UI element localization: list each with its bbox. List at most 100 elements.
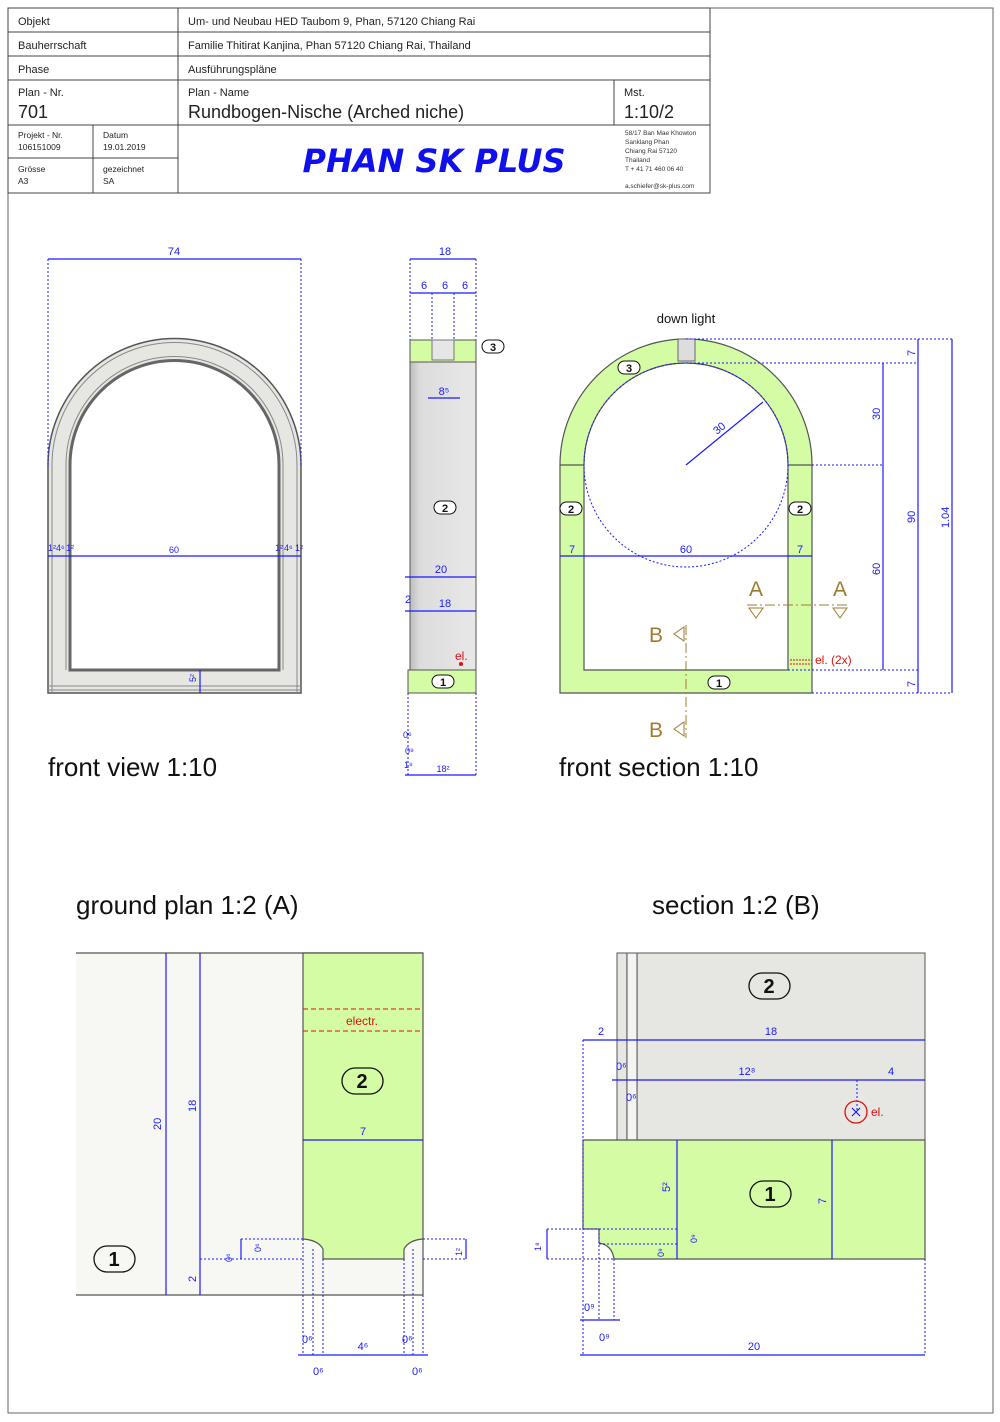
- projekt-label: Projekt - Nr.: [18, 130, 63, 140]
- dim-part: 6: [462, 280, 468, 292]
- dim-h90: 90: [906, 511, 918, 523]
- bubble-2: 2: [748, 972, 791, 1000]
- bubble-3: 3: [481, 339, 505, 354]
- dim-4: 4: [888, 1066, 894, 1078]
- dim-small: 0⁹: [405, 746, 414, 756]
- dim-h18: 18: [187, 1100, 199, 1112]
- svg-text:2: 2: [763, 976, 774, 998]
- dim-total: 1.04: [940, 507, 952, 528]
- dim-bottom: 0⁶: [412, 1366, 423, 1378]
- dim-h30: 30: [871, 408, 883, 420]
- front-view-title: front view 1:10: [48, 752, 217, 782]
- section-a-marker: A: [833, 578, 847, 601]
- dim-light: 8⁵: [439, 386, 450, 398]
- dim-base: 5²: [188, 674, 198, 682]
- bauherr-label: Bauherrschaft: [18, 40, 86, 52]
- front-section-drawing: [559, 338, 953, 738]
- dim-2: 2: [598, 1026, 604, 1038]
- groesse-label: Grösse: [18, 164, 46, 174]
- dim-h20: 20: [152, 1118, 164, 1130]
- svg-text:2: 2: [442, 503, 448, 515]
- projekt-value: 106151009: [18, 142, 61, 152]
- section-b-marker: B: [649, 624, 663, 647]
- dim-18: 1⁸: [533, 1242, 543, 1251]
- groesse-value: A3: [18, 176, 29, 186]
- dim-bottom: 0⁶: [402, 1334, 413, 1346]
- bubble-1: 1: [749, 1180, 792, 1208]
- dim-09: 0⁹: [584, 1302, 595, 1314]
- ground-plan-title: ground plan 1:2 (A): [76, 890, 299, 920]
- electr-label: electr.: [346, 1014, 378, 1028]
- front-view-drawing: [47, 258, 302, 694]
- plan-nr-label: Plan - Nr.: [18, 87, 64, 99]
- company-logo: PHAN SK PLUS: [302, 142, 565, 180]
- datum-label: Datum: [103, 130, 128, 140]
- dim-right: 7: [797, 544, 803, 556]
- svg-text:2: 2: [797, 504, 803, 516]
- side-view-drawing: [405, 258, 477, 776]
- dim-notch: 1²: [454, 1248, 464, 1256]
- dim-side: 1²: [48, 543, 56, 553]
- dim-notch: 0⁶: [253, 1243, 263, 1252]
- bubble-2: 2: [433, 500, 457, 515]
- mst-label: Mst.: [624, 87, 645, 99]
- phase-label: Phase: [18, 64, 49, 76]
- dim-side: 4⁶: [284, 543, 293, 553]
- plan-name-value: Rundbogen-Nische (Arched niche): [188, 102, 464, 122]
- datum-value: 19.01.2019: [103, 142, 146, 152]
- dim-w7: 7: [360, 1126, 366, 1138]
- el-label: el.: [871, 1105, 884, 1119]
- email-link[interactable]: a.schiefer@sk-plus.com: [625, 183, 694, 190]
- el-label: el.: [455, 649, 468, 663]
- phase-value: Ausführungspläne: [188, 64, 277, 76]
- gezeichnet-value: SA: [103, 176, 115, 186]
- front-section-title: front section 1:10: [559, 752, 758, 782]
- bubble-3: 3: [617, 360, 641, 375]
- dim-2: 2: [405, 594, 411, 606]
- svg-text:1: 1: [108, 1249, 119, 1271]
- section-b-title: section 1:2 (B): [652, 890, 820, 920]
- mst-value: 1:10/2: [624, 102, 674, 122]
- address-line: Thailand: [625, 157, 650, 164]
- dim-18: 18: [439, 598, 451, 610]
- bubble-2: 2: [559, 501, 583, 516]
- address-line: 58/17 Ban Mae Khowton: [625, 130, 697, 137]
- dim-7: 7: [817, 1198, 829, 1204]
- dim-18: 18: [765, 1026, 777, 1038]
- dim-bottom: 0⁶: [313, 1366, 324, 1378]
- svg-text:1: 1: [716, 678, 722, 690]
- dim-h2: 2: [187, 1276, 199, 1282]
- svg-text:3: 3: [626, 363, 632, 375]
- dim-bottom: 0⁶: [302, 1334, 313, 1346]
- dim-left: 7: [569, 544, 575, 556]
- dim-bottom: 4⁶: [358, 1341, 369, 1353]
- section-a-marker: A: [749, 578, 763, 601]
- el-label: el. (2x): [815, 653, 852, 667]
- section-b-drawing: [546, 952, 926, 1356]
- dim-width: 74: [168, 246, 180, 258]
- svg-text:3: 3: [490, 342, 496, 354]
- svg-text:1: 1: [440, 677, 446, 689]
- dim-small: 0⁶: [403, 730, 412, 740]
- plan-name-label: Plan - Name: [188, 87, 249, 99]
- dim-part: 6: [442, 280, 448, 292]
- dim-top7: 7: [906, 350, 918, 356]
- objekt-label: Objekt: [18, 16, 50, 28]
- bubble-1: 1: [707, 675, 731, 690]
- dim-128: 12⁸: [739, 1066, 756, 1078]
- bubble-2: 2: [788, 501, 812, 516]
- bubble-2: 2: [341, 1067, 384, 1095]
- dim-20: 20: [435, 564, 447, 576]
- dim-side: 1²: [275, 543, 283, 553]
- dim-09: 0⁹: [656, 1248, 666, 1257]
- phone: T + 41 71 460 06 40: [625, 166, 684, 173]
- dim-bottom: 18²: [436, 764, 449, 774]
- dim-09: 0⁹: [689, 1234, 699, 1243]
- bauherr-value: Familie Thitirat Kanjina, Phan 57120 Chi…: [188, 40, 471, 52]
- address-line: Sanklang Phan: [625, 139, 669, 146]
- dim-gap: 0⁶: [616, 1061, 627, 1073]
- address-line: Chiang Rai 57120: [625, 148, 677, 155]
- objekt-value: Um- und Neubau HED Taubom 9, Phan, 57120…: [188, 16, 475, 28]
- svg-text:2: 2: [568, 504, 574, 516]
